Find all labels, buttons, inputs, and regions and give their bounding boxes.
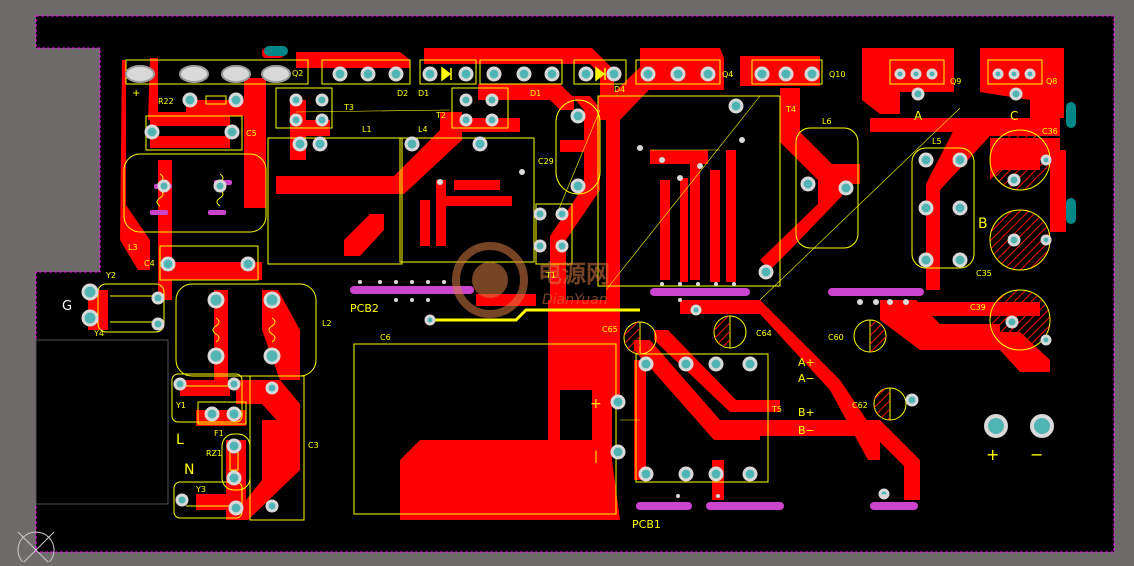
label-T5: T5 bbox=[771, 405, 782, 414]
label-C62: C62 bbox=[852, 401, 868, 410]
label-C65: C65 bbox=[602, 325, 618, 334]
label-G: G bbox=[62, 299, 72, 314]
label-A-minus: A− bbox=[798, 372, 815, 385]
label-C64: C64 bbox=[756, 329, 772, 338]
label-C4: C4 bbox=[144, 259, 155, 268]
label-L4: L4 bbox=[418, 125, 428, 134]
label-R22: R22 bbox=[158, 97, 174, 106]
label-B-minus: B− bbox=[798, 424, 815, 437]
label-T4: T4 bbox=[785, 105, 796, 114]
label-B: B bbox=[978, 216, 988, 232]
label-Q4: Q4 bbox=[722, 70, 733, 79]
label-RZ1: RZ1 bbox=[206, 449, 222, 458]
label-Q10: Q10 bbox=[829, 70, 845, 79]
label-C3: C3 bbox=[308, 441, 319, 450]
label-C60: C60 bbox=[828, 333, 844, 342]
label-C39: C39 bbox=[970, 303, 986, 312]
label-L6: L6 bbox=[822, 117, 832, 126]
label-T3: T3 bbox=[343, 103, 354, 112]
label-plus-top: + bbox=[132, 88, 140, 99]
dark-inlay bbox=[35, 339, 169, 505]
label-D1b: D1 bbox=[530, 89, 541, 98]
label-L5: L5 bbox=[932, 137, 942, 146]
edge-connector-pads bbox=[150, 180, 924, 510]
label-minus-bottom: − bbox=[1030, 445, 1043, 464]
label-C29: C29 bbox=[538, 157, 554, 166]
label-T1: T1 bbox=[545, 271, 556, 280]
label-plus-mid: + bbox=[590, 396, 602, 412]
label-C5: C5 bbox=[246, 129, 257, 138]
diode-symbols bbox=[441, 66, 606, 82]
watermark-pinyin: DianYuan bbox=[542, 292, 608, 308]
signal-trace bbox=[430, 308, 640, 322]
polarized-cap-fills bbox=[624, 316, 890, 420]
pads-layer bbox=[81, 65, 1054, 516]
label-C6: C6 bbox=[380, 333, 391, 342]
label-C35: C35 bbox=[976, 269, 992, 278]
label-L2: L2 bbox=[322, 319, 332, 328]
label-D2: D2 bbox=[397, 89, 408, 98]
label-A-top: A bbox=[914, 109, 923, 123]
label-PCB1: PCB1 bbox=[632, 518, 661, 531]
label-L1: L1 bbox=[362, 125, 372, 134]
label-Y4: Y4 bbox=[93, 329, 104, 338]
label-Q2: Q2 bbox=[292, 69, 303, 78]
label-C36: C36 bbox=[1042, 127, 1058, 136]
label-D1a: D1 bbox=[418, 89, 429, 98]
label-N-input: N bbox=[184, 462, 194, 478]
label-minus-mid: | bbox=[594, 449, 598, 463]
label-L3: L3 bbox=[128, 243, 138, 252]
label-F1: F1 bbox=[214, 429, 224, 438]
label-Q9: Q9 bbox=[950, 77, 961, 86]
label-D4: D4 bbox=[614, 85, 625, 94]
label-L-input: L bbox=[176, 432, 184, 448]
label-Q8: Q8 bbox=[1046, 77, 1057, 86]
label-plus-bottom: + bbox=[986, 445, 999, 464]
label-A-plus: A+ bbox=[798, 356, 815, 369]
label-PCB2: PCB2 bbox=[350, 302, 379, 315]
label-B-plus: B+ bbox=[798, 406, 815, 419]
watermark: 电源网 DianYuan bbox=[452, 242, 610, 318]
label-C-top: C bbox=[1010, 109, 1018, 123]
label-Y2: Y2 bbox=[105, 271, 116, 280]
edge-marks bbox=[264, 46, 1076, 224]
label-T2: T2 bbox=[435, 111, 446, 120]
label-Y1: Y1 bbox=[175, 401, 186, 410]
watermark-cn: 电源网 bbox=[538, 260, 610, 288]
label-Y3: Y3 bbox=[195, 485, 206, 494]
